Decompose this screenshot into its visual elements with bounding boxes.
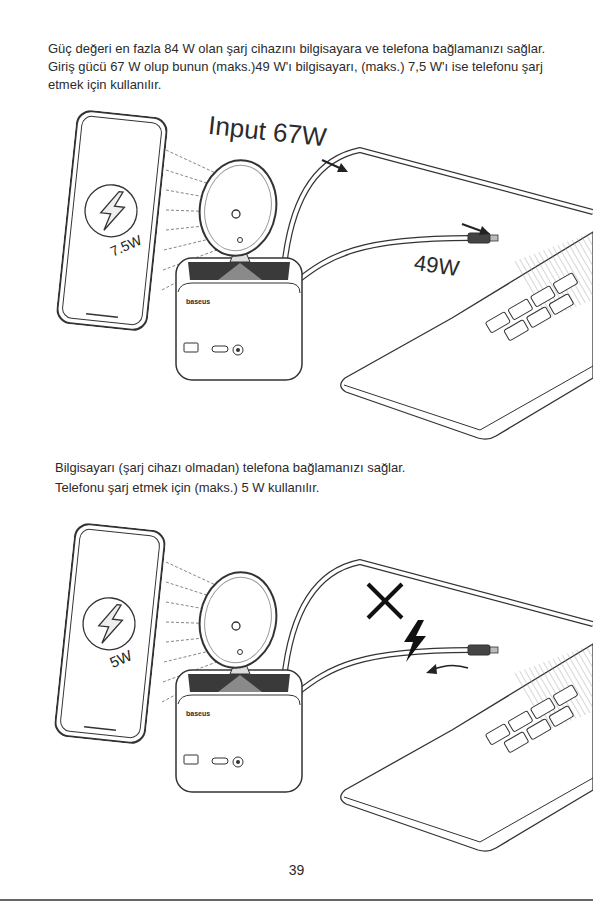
instruction-text: Bilgisayarı (şarj cihazı olmadan) telefo… [55, 458, 575, 478]
phone-outline [53, 522, 167, 745]
instruction-text: Telefonu şarj etmek için (maks.) 5 W kul… [55, 478, 575, 498]
instruction-text: Güç değeri en fazla 84 W olan şarj cihaz… [48, 40, 568, 58]
instruction-text: Giriş gücü 67 W olup bunun (maks.)49 W'ı… [48, 58, 568, 94]
phone-outline [55, 109, 169, 332]
page-number: 39 [0, 862, 593, 878]
brand-logo: baseus [186, 298, 210, 305]
power-label: Input 67W [207, 110, 328, 153]
brand-logo: baseus [186, 710, 210, 717]
power-label: 49W [412, 250, 460, 282]
phone-shape: 7.5W [55, 109, 169, 332]
phone-shape: 5W [53, 522, 167, 745]
